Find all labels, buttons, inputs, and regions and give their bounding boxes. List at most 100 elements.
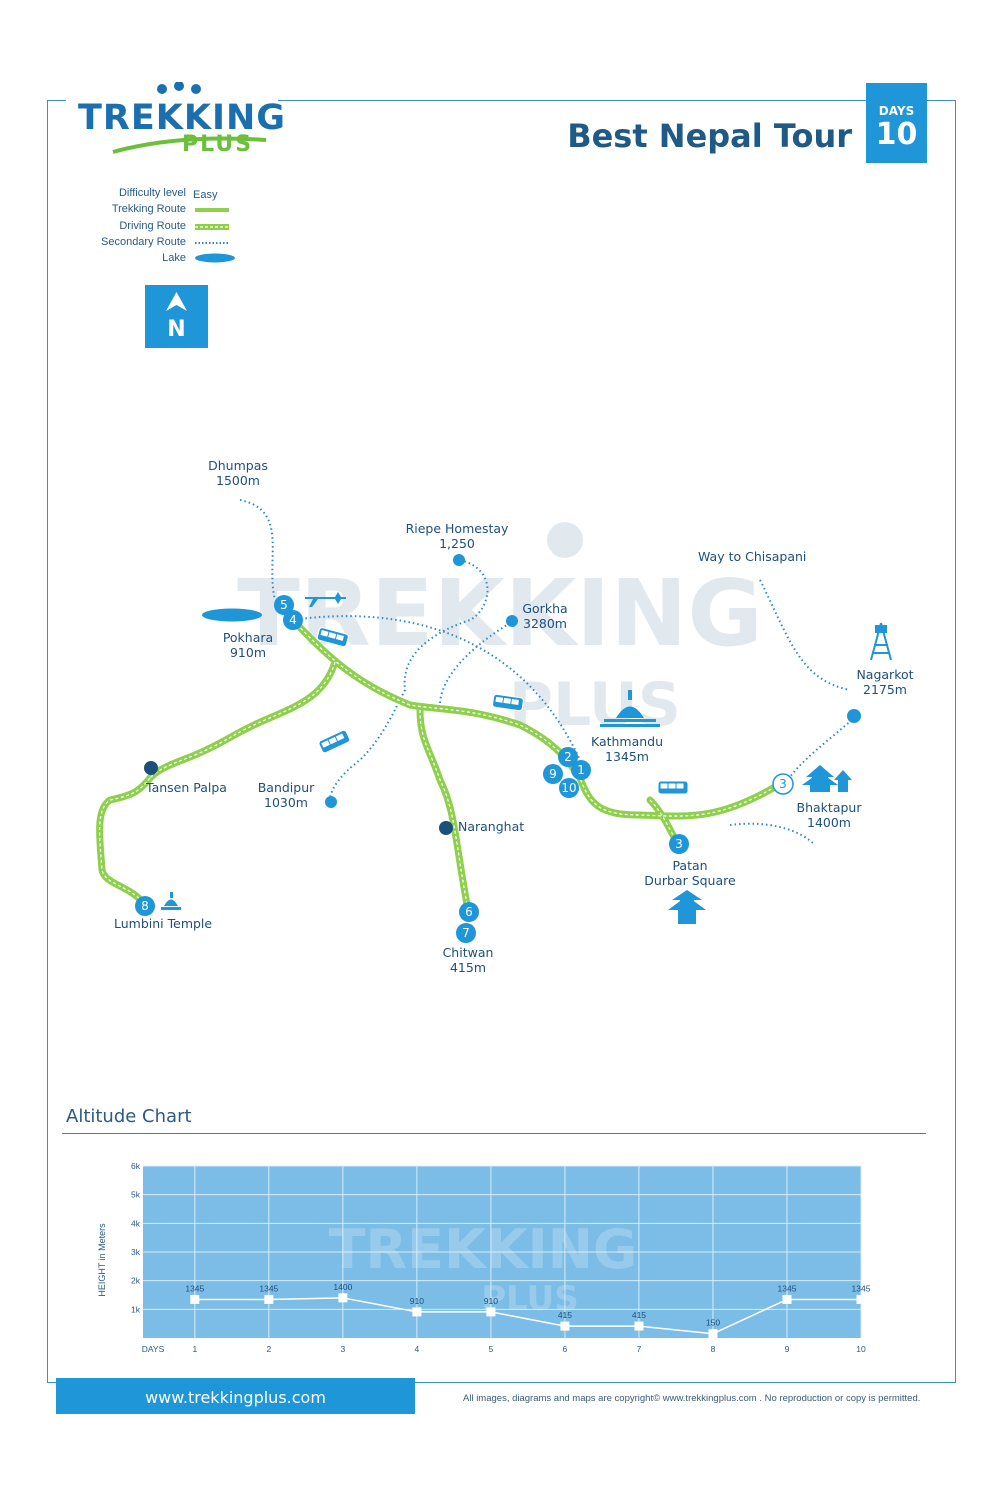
day-marker: 8 [141,899,149,913]
pagoda-icon-patan [668,890,706,924]
days-label: DAYS [878,104,915,118]
day-marker: 4 [289,613,297,627]
altitude-data-label: 1400 [333,1282,352,1292]
altitude-point [782,1294,792,1304]
place-alt: 1345m [604,749,649,764]
altitude-data-label: 1345 [778,1283,797,1293]
bus-icon [318,729,351,754]
legend-item-label: Trekking Route [111,203,186,215]
place-chisapani: Way to Chisapani [698,549,806,564]
day-marker: 6 [465,905,473,919]
page-frame [47,100,956,1383]
place-name: Bandipur [257,780,315,795]
place-alt: 2175m [863,682,907,697]
svg-text:TREKKING: TREKKING [237,560,763,667]
north-letter: N [167,317,186,342]
bus-icons [316,627,689,795]
legend-difficulty-value: Easy [193,189,218,201]
place-alt: 1030m [264,795,308,810]
stupa-icon-lumbini [161,892,181,910]
y-tick-label: 2k [131,1276,141,1286]
page-title: Best Nepal Tour [567,117,852,155]
place-alt: 3280m [522,616,567,631]
point-riepe [453,554,465,566]
altitude-data-label: 150 [706,1318,720,1328]
x-axis-label: DAYS [142,1344,165,1354]
place-name: Pokhara [222,630,274,645]
altitude-data-label: 1345 [852,1283,870,1293]
y-tick-label: 6k [131,1161,141,1171]
bus-icon [657,780,689,795]
secondary-route-dots-icon [195,242,229,244]
trekking-route-line-icon [195,208,229,212]
place-name: Nagarkot [856,667,914,682]
altitude-point [708,1329,718,1339]
pagoda-icon-bhaktapur [802,765,852,792]
altitude-point [264,1294,274,1304]
lake-pokhara-icon [202,608,262,622]
svg-text:TREKKING: TREKKING [329,1218,638,1281]
legend-item-label: Lake [162,252,186,264]
altitude-data-label: 910 [484,1296,498,1306]
legend-item-label: Driving Route [119,220,186,232]
altitude-point [634,1321,644,1331]
altitude-point [486,1307,496,1317]
place-tansen-palpa: Tansen Palpa [146,780,227,795]
altitude-divider [62,1133,926,1134]
footer-url-bar: www.trekkingplus.com [56,1378,415,1414]
day-marker: 10 [561,781,576,795]
altitude-line [194,1297,861,1335]
legend-trekking-route: Trekking Route [90,203,290,217]
place-name: Lumbini Temple [114,916,213,931]
x-tick-label: 2 [266,1344,271,1354]
altitude-point [338,1293,348,1303]
place-alt: Durbar Square [644,873,736,888]
place-alt: 910m [229,645,267,660]
place-name: Bhaktapur [796,800,862,815]
trekkingplus-logo: TREKKING PLUS [78,82,285,162]
place-alt: 1400m [807,815,851,830]
place-alt: 1500m [215,473,260,488]
location-points [144,554,861,835]
altitude-chart-title: Altitude Chart [66,1106,192,1127]
altitude-data-label: 910 [410,1296,424,1306]
days-badge: DAYS 10 [866,83,927,163]
x-tick-label: 5 [489,1344,494,1354]
altitude-data-label: 1345 [259,1283,278,1293]
logo-gap [66,92,278,108]
legend-driving-route: Driving Route [90,220,290,234]
days-value: 10 [875,117,918,152]
place-name: Way to Chisapani [698,549,807,564]
bus-icon [316,627,349,648]
footer-url-link[interactable]: www.trekkingplus.com [145,1388,326,1407]
place-naranghat: Naranghat [458,819,524,834]
altitude-point [856,1294,866,1304]
place-name: Dhumpas [208,458,268,473]
altitude-point [412,1307,422,1317]
altitude-data-label: 415 [558,1310,572,1320]
legend-secondary-route: Secondary Route [90,236,290,250]
y-tick-label: 5k [131,1190,141,1200]
place-alt: 415m [449,960,487,975]
day-marker: 5 [280,598,288,612]
place-alt: 1,250 [439,536,475,551]
place-name: Naranghat [458,819,525,834]
day-marker: 1 [577,763,585,777]
x-tick-label: 7 [637,1344,642,1354]
lake-shape-icon [195,253,235,263]
place-name: Chitwan [442,945,494,960]
legend-lake: Lake [90,252,290,266]
point-bandipur [325,796,337,808]
altitude-data-label: 1345 [185,1283,204,1293]
y-tick-label: 4k [131,1218,141,1228]
